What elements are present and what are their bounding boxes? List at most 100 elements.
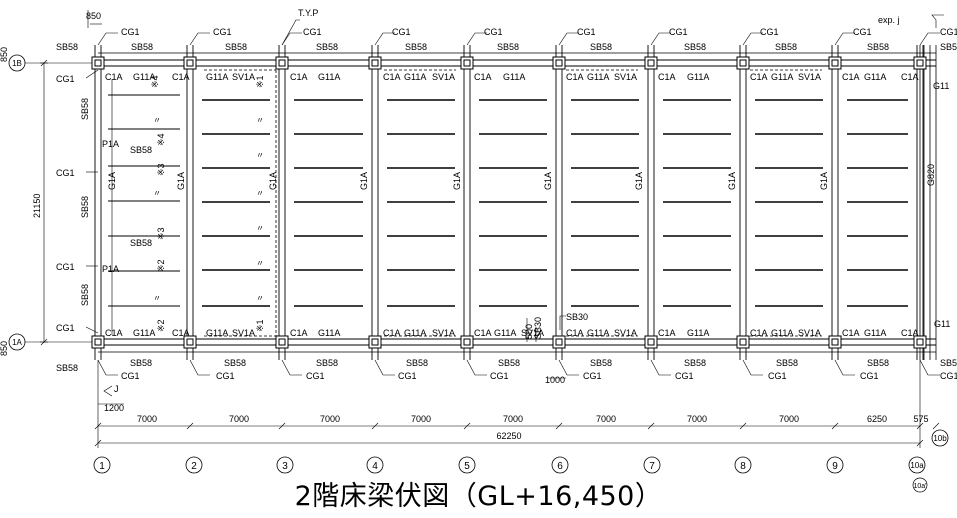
column xyxy=(91,335,105,349)
svg-text:SB58: SB58 xyxy=(56,363,78,373)
top-labels: CG1 CG1 CG1 CG1 CG1 CG1 CG1 CG1 CG1 CG1 … xyxy=(56,8,957,52)
secondary-beams xyxy=(202,99,908,307)
svg-text:CG1: CG1 xyxy=(675,371,694,381)
column-core xyxy=(371,338,379,346)
column-core xyxy=(647,59,655,67)
svg-text:C1A: C1A xyxy=(290,72,308,82)
svg-text:10a: 10a xyxy=(910,461,924,470)
svg-text:CG1: CG1 xyxy=(121,27,140,37)
svg-text:C1A: C1A xyxy=(901,72,919,82)
dimension-tick xyxy=(739,422,747,430)
dimension-tick xyxy=(932,422,940,430)
cg1-leader xyxy=(189,359,210,376)
left-labels: CG1 CG1 CG1 CG1 P1A P1A SB58 SB58 850 85… xyxy=(0,47,936,356)
svg-text:G1A: G1A xyxy=(107,172,117,190)
column xyxy=(913,56,927,70)
cg1-leader xyxy=(374,32,395,46)
svg-text:1A: 1A xyxy=(12,338,22,347)
column xyxy=(644,335,658,349)
row-1b-labels: C1A G11A C1A G11A SV1A C1A G11A C1A G11A… xyxy=(105,72,949,91)
svg-text:C1A: C1A xyxy=(105,328,123,338)
svg-text:1200: 1200 xyxy=(104,403,124,413)
svg-text:10a': 10a' xyxy=(913,483,926,490)
svg-text:SB58: SB58 xyxy=(406,358,428,368)
svg-text:〃: 〃 xyxy=(256,294,264,303)
svg-text:G11A: G11A xyxy=(687,328,709,338)
column-core xyxy=(278,59,286,67)
svg-text:SB58: SB58 xyxy=(940,42,957,52)
cg1-leader xyxy=(834,359,855,376)
column xyxy=(460,56,474,70)
grid-bubble-10a: 10a xyxy=(908,456,926,474)
svg-text:G11: G11 xyxy=(933,81,949,91)
dimension-tick xyxy=(40,338,48,346)
svg-text:SB58: SB58 xyxy=(80,284,90,306)
svg-text:SV1A: SV1A xyxy=(798,72,821,82)
svg-text:G11A: G11A xyxy=(687,72,709,82)
dimension-tick xyxy=(647,422,655,430)
svg-text:C1A: C1A xyxy=(566,328,584,338)
svg-text:CG1: CG1 xyxy=(56,168,75,178)
svg-text:※4: ※4 xyxy=(156,133,166,146)
svg-text:1: 1 xyxy=(99,461,105,472)
note-marks: ※4 ※4 ※3 ※3 ※2 ※2 ※1 ※1 xyxy=(150,75,265,332)
grid-bubble-1b: 1B xyxy=(8,54,26,72)
svg-text:※3: ※3 xyxy=(156,227,166,240)
svg-text:G1A: G1A xyxy=(176,172,186,190)
svg-text:SB58: SB58 xyxy=(80,98,90,120)
grid-bubble-9: 9 xyxy=(826,456,844,474)
grid-bubble-10a-prime: 10a' xyxy=(912,477,928,493)
svg-text:SB58: SB58 xyxy=(867,42,889,52)
svg-text:C1A: C1A xyxy=(566,72,584,82)
svg-text:SB58: SB58 xyxy=(56,42,78,52)
svg-text:SV1A: SV1A xyxy=(432,328,455,338)
column-core xyxy=(186,59,194,67)
svg-text:7000: 7000 xyxy=(503,414,523,424)
svg-text:J: J xyxy=(114,384,119,394)
svg-text:※2: ※2 xyxy=(156,319,166,332)
svg-text:CG1: CG1 xyxy=(56,323,75,333)
grid-bubble-8: 8 xyxy=(734,456,752,474)
svg-text:SB58: SB58 xyxy=(225,42,247,52)
svg-text:SB58: SB58 xyxy=(130,358,152,368)
column-core xyxy=(916,59,924,67)
dimension-tick xyxy=(40,59,48,67)
svg-text:6250: 6250 xyxy=(867,414,887,424)
svg-text:SB58: SB58 xyxy=(498,358,520,368)
svg-text:10b: 10b xyxy=(933,434,947,443)
column xyxy=(828,56,842,70)
svg-text:9: 9 xyxy=(832,461,838,472)
svg-text:SV1A: SV1A xyxy=(614,72,637,82)
svg-text:C1A: C1A xyxy=(383,328,401,338)
cg1-leader xyxy=(742,32,763,46)
columns xyxy=(91,56,927,349)
dimension-tick xyxy=(916,422,924,430)
leader-lines xyxy=(85,14,944,397)
g1a-labels: G1A G1A G1A G1A G1A G1A G1A xyxy=(268,172,829,190)
svg-text:G1A: G1A xyxy=(268,172,278,190)
column-core xyxy=(94,59,102,67)
cg1-leader xyxy=(85,326,99,334)
svg-text:C1A: C1A xyxy=(474,72,492,82)
svg-text:G11A: G11A xyxy=(206,328,228,338)
cg1-leader xyxy=(374,359,395,376)
svg-text:CG1: CG1 xyxy=(490,371,509,381)
svg-text:※4: ※4 xyxy=(150,75,160,88)
svg-text:7: 7 xyxy=(649,461,655,472)
section-mark xyxy=(103,385,113,397)
dimension-tick xyxy=(831,422,839,430)
svg-text:C1A: C1A xyxy=(750,72,768,82)
svg-text:SB30: SB30 xyxy=(566,312,588,322)
column-core xyxy=(647,338,655,346)
cg1-leader xyxy=(919,32,940,46)
svg-text:C1A: C1A xyxy=(658,328,676,338)
typ-leader xyxy=(281,19,300,46)
svg-text:7000: 7000 xyxy=(687,414,707,424)
svg-text:SB58: SB58 xyxy=(590,42,612,52)
column-core xyxy=(555,338,563,346)
dimension-tick xyxy=(555,422,563,430)
svg-text:SB58: SB58 xyxy=(131,42,153,52)
svg-text:850: 850 xyxy=(86,11,101,21)
column-core xyxy=(94,338,102,346)
svg-text:850: 850 xyxy=(0,47,9,62)
